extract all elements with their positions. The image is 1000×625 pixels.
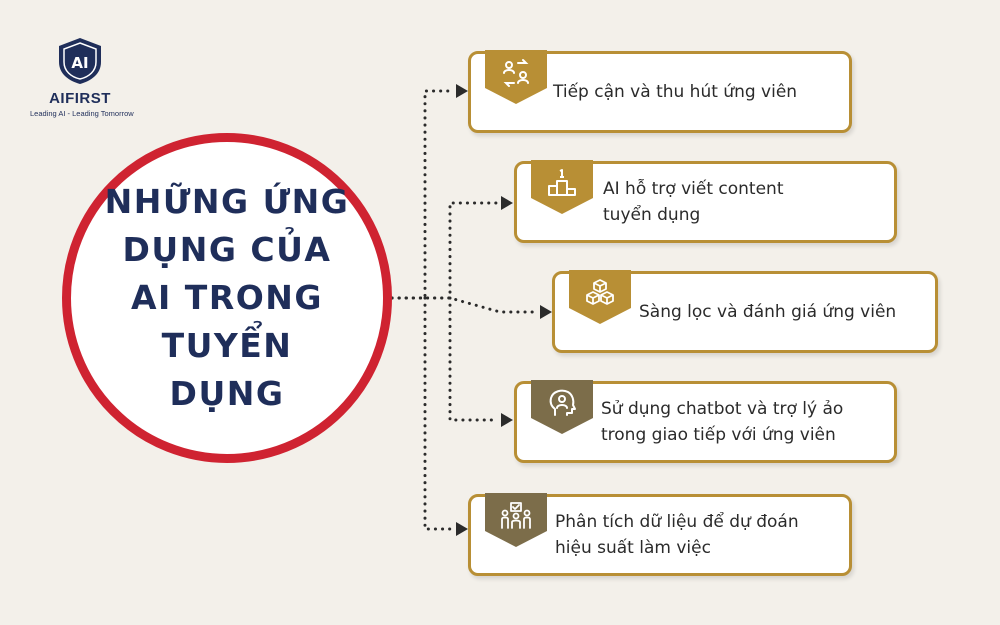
card-chatbot: Sử dụng chatbot và trợ lý ảo trong giao … <box>514 380 897 463</box>
card-attract-candidates: Tiếp cận và thu hút ứng viên <box>468 50 852 133</box>
logo-letters: AI <box>71 54 88 72</box>
card-tag <box>485 493 547 547</box>
head-person-icon <box>549 389 576 416</box>
people-exchange-icon <box>503 59 529 87</box>
card-label: Phân tích dữ liệu để dự đoán hiệu suất l… <box>555 512 799 558</box>
card-label: Sử dụng chatbot và trợ lý ảo trong giao … <box>601 399 844 445</box>
card-tag <box>569 270 631 324</box>
card-tag <box>531 160 593 214</box>
card-tag <box>485 50 547 104</box>
card-data-analysis: Phân tích dữ liệu để dự đoán hiệu suất l… <box>468 493 852 576</box>
card-content-writing: AI hỗ trợ viết content tuyển dụng <box>514 160 897 243</box>
team-check-icon <box>501 502 531 529</box>
brand-logo: AI AIFIRST Leading AI - Leading Tomorrow <box>30 36 134 118</box>
brand-name: AIFIRST <box>49 90 111 107</box>
card-label: AI hỗ trợ viết content tuyển dụng <box>603 179 784 225</box>
shield-logo-icon: AI <box>59 38 101 84</box>
center-circle: NHỮNG ỨNG DỤNG CỦA AI TRONG TUYỂN DỤNG <box>62 133 392 463</box>
card-tag <box>531 380 593 434</box>
podium-icon <box>548 169 576 196</box>
card-label: Sàng lọc và đánh giá ứng viên <box>639 302 897 322</box>
card-label: Tiếp cận và thu hút ứng viên <box>553 82 798 102</box>
card-screening: Sàng lọc và đánh giá ứng viên <box>552 270 938 353</box>
center-title: NHỮNG ỨNG DỤNG CỦA AI TRONG TUYỂN DỤNG <box>104 182 350 413</box>
brand-tagline: Leading AI - Leading Tomorrow <box>30 109 134 118</box>
boxes-icon <box>586 279 614 305</box>
